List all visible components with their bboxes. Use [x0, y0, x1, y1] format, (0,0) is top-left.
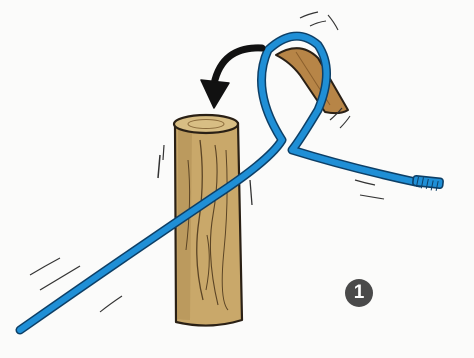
wooden-post-icon — [157, 113, 253, 327]
blue-rope-icon — [15, 11, 444, 335]
leather-strap-icon — [275, 47, 349, 115]
step-number-badge: 1 — [345, 279, 373, 307]
curved-arrow-icon — [200, 44, 266, 109]
